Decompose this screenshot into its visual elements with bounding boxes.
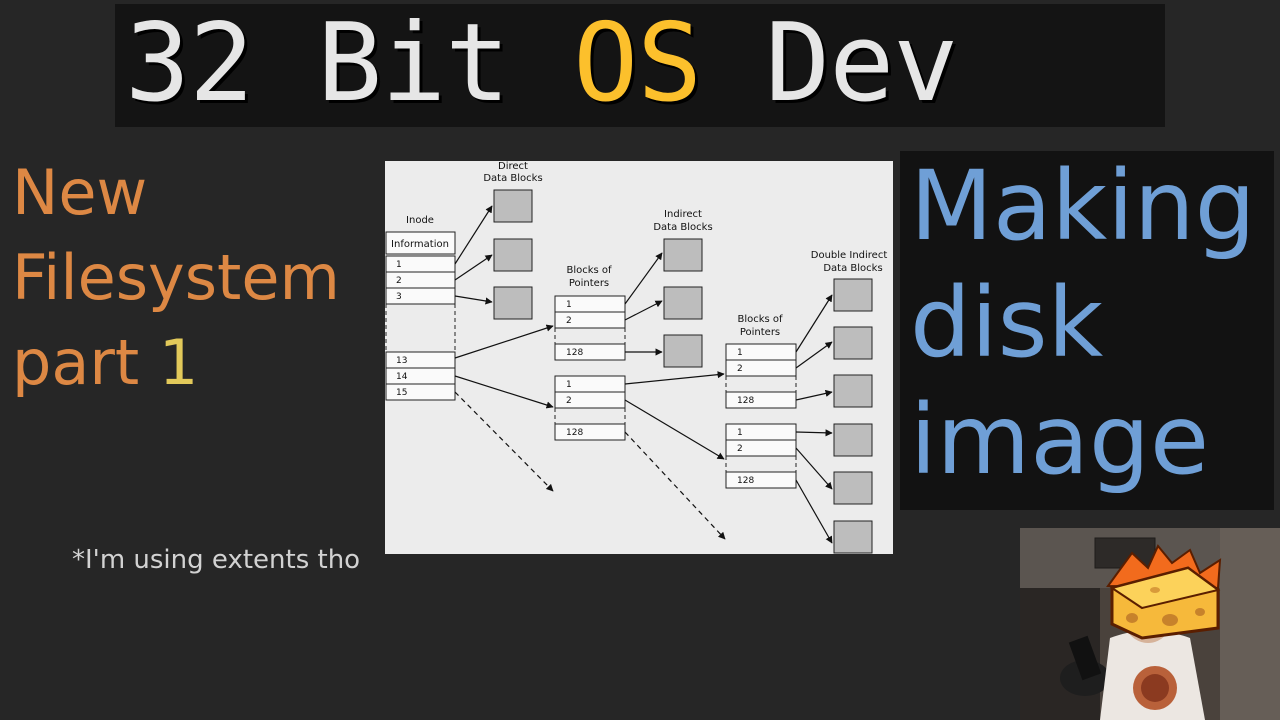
indirect-label-1: Indirect xyxy=(664,209,702,220)
topic-line-2: disk xyxy=(910,267,1104,379)
bop4-entry-2: 2 xyxy=(737,444,743,454)
inode-entry-3: 3 xyxy=(396,292,402,302)
indirect-block-3 xyxy=(663,334,703,368)
double-block-3 xyxy=(833,374,873,408)
video-title: 32 Bit OS Dev xyxy=(125,0,958,134)
bop2-entry-1: 1 xyxy=(566,380,572,390)
topic-title: Making disk image xyxy=(910,148,1256,499)
episode-line-1: New xyxy=(12,156,148,229)
double-block-5 xyxy=(833,471,873,505)
inode-entry-1: 1 xyxy=(396,260,402,270)
bop-label-1a: Blocks of xyxy=(566,265,612,276)
webcam-feed xyxy=(1020,528,1280,720)
episode-line-2: Filesystem xyxy=(12,241,340,314)
indirect-label-2: Data Blocks xyxy=(653,222,712,233)
dashed-arrows xyxy=(454,391,726,540)
inode-gap xyxy=(385,304,456,352)
direct-block-1 xyxy=(493,189,533,223)
inode-entry-13: 13 xyxy=(396,356,407,366)
bop4-entry-128: 128 xyxy=(737,476,754,486)
title-part-1: 32 Bit xyxy=(125,1,574,126)
title-bar xyxy=(115,4,1165,127)
double-label-1: Double Indirect xyxy=(811,250,888,261)
inode-diagram: Direct Data Blocks Inode Blocks of Point… xyxy=(385,161,893,554)
inode-info-cell xyxy=(385,231,456,255)
bop-label-2b: Pointers xyxy=(740,327,780,338)
bop4-entry-1: 1 xyxy=(737,428,743,438)
inode-info-text: Information xyxy=(391,239,449,250)
direct-label-1: Direct xyxy=(498,161,528,172)
episode-line-3: part xyxy=(12,326,159,399)
indirect-block-1 xyxy=(663,238,703,272)
bop2-entry-2: 2 xyxy=(566,396,572,406)
bop3-entry-1: 1 xyxy=(737,348,743,358)
right-panel xyxy=(900,151,1274,510)
inode-entry-14: 14 xyxy=(396,372,408,382)
topic-line-1: Making xyxy=(910,150,1256,262)
bop-label-1b: Pointers xyxy=(569,278,609,289)
direct-block-2 xyxy=(493,238,533,272)
bop1-entry-1: 1 xyxy=(566,300,572,310)
title-accent: OS xyxy=(573,1,702,126)
bop-label-2a: Blocks of xyxy=(737,314,783,325)
inode-entry-15: 15 xyxy=(396,388,407,398)
title-part-2: Dev xyxy=(701,1,958,126)
inode-entry-2: 2 xyxy=(396,276,402,286)
bop3-entry-128: 128 xyxy=(737,396,754,406)
episode-title: New Filesystem part 1 xyxy=(12,150,340,405)
inode-diagram-svg: Direct Data Blocks Inode Blocks of Point… xyxy=(385,161,888,554)
bop2-entry-128: 128 xyxy=(566,428,583,438)
episode-number: 1 xyxy=(158,326,199,399)
double-block-6 xyxy=(833,520,873,554)
topic-line-3: image xyxy=(910,384,1210,496)
double-block-4 xyxy=(833,423,873,457)
bop1-entry-128: 128 xyxy=(566,348,583,358)
pointer-arrows xyxy=(454,205,833,544)
indirect-block-2 xyxy=(663,286,703,320)
direct-block-3 xyxy=(493,286,533,320)
inode-label: Inode xyxy=(406,215,434,226)
cheese-logo xyxy=(1106,544,1222,640)
double-block-1 xyxy=(833,278,873,312)
webcam-illustration xyxy=(1020,528,1280,720)
footnote: *I'm using extents tho xyxy=(72,545,361,575)
bop1-entry-2: 2 xyxy=(566,316,572,326)
bop3-entry-2: 2 xyxy=(737,364,743,374)
double-block-2 xyxy=(833,326,873,360)
double-label-2: Data Blocks xyxy=(823,263,882,274)
direct-label-2: Data Blocks xyxy=(483,173,542,184)
